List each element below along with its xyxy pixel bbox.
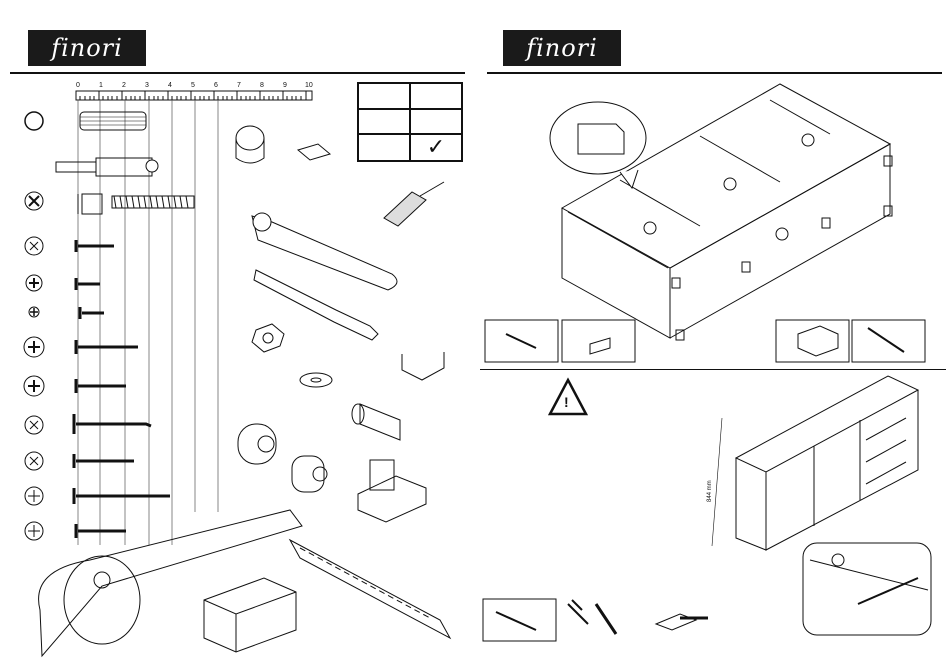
- assembled-sideboard: [712, 376, 918, 550]
- inset-boxes: [485, 320, 925, 362]
- ruler: [76, 91, 312, 545]
- height-dimension-label: 844 mm: [707, 480, 713, 502]
- warning-exclamation: !: [564, 394, 569, 410]
- cabinet-top-view: [550, 84, 892, 340]
- tools-right-page: [483, 599, 708, 641]
- detail-inset: [803, 543, 931, 635]
- hardware-legend: [24, 112, 44, 540]
- tools-left-page: [236, 126, 444, 522]
